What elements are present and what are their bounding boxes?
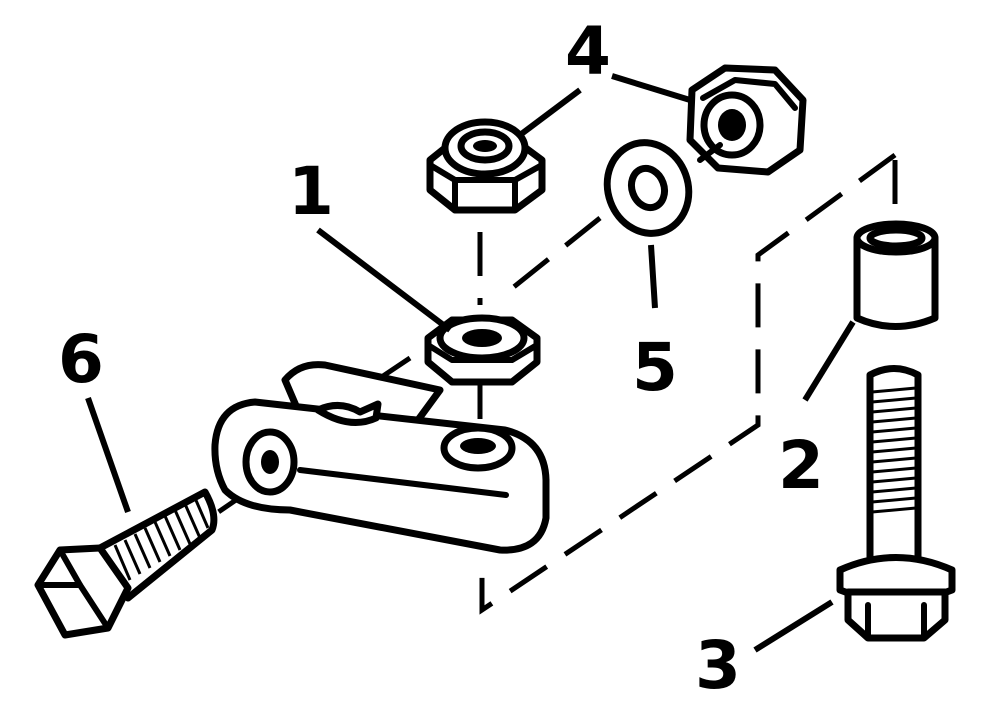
lock-nut-top	[426, 118, 546, 214]
hex-nut	[424, 314, 541, 386]
callout-leaders	[85, 73, 856, 653]
spacer-sleeve	[853, 220, 939, 330]
callout-5: 5	[632, 329, 678, 406]
clevis-link	[211, 361, 550, 554]
callout-6: 6	[58, 321, 104, 398]
callout-3: 3	[695, 627, 741, 704]
callout-1: 1	[288, 153, 334, 230]
washer	[603, 139, 693, 237]
hex-bolt	[34, 488, 218, 639]
flange-bolt	[836, 365, 956, 642]
callout-2: 2	[778, 427, 824, 504]
lock-nut-tilted	[686, 64, 807, 176]
callout-4: 4	[565, 13, 611, 90]
